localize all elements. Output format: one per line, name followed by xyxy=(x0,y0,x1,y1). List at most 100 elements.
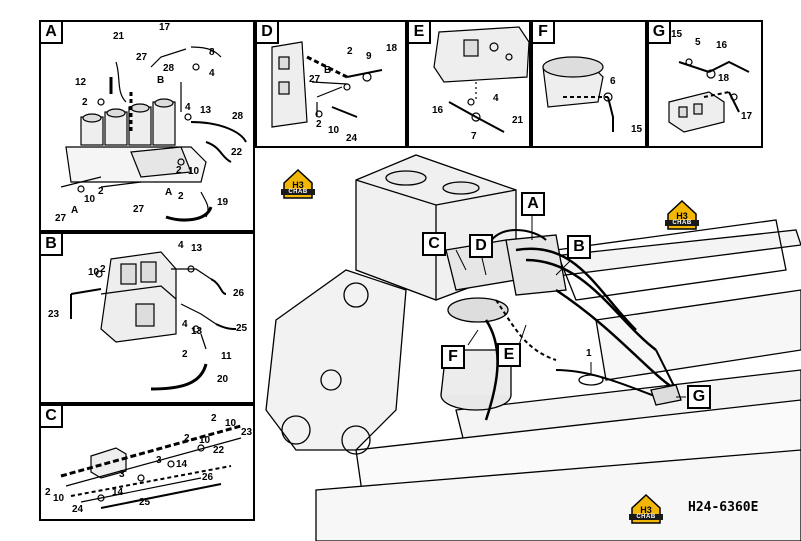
brand-logo-3: H3 CHAB xyxy=(629,492,663,526)
callout-b-3: 10 xyxy=(88,267,100,278)
logo-text: CHAB xyxy=(629,514,663,520)
callout-c-5: 10 xyxy=(199,435,211,446)
callout-b-4: 2 xyxy=(100,264,106,275)
callout-d-3: 18 xyxy=(386,43,398,54)
callout-b-2: 13 xyxy=(191,243,203,254)
detail-panel-g: G 15 5 16 18 17 xyxy=(647,20,763,148)
callout-a-13: 22 xyxy=(231,147,243,158)
callout-c-4: 2 xyxy=(184,433,190,444)
callout-d-5: 27 xyxy=(309,74,321,85)
callout-b-1: 4 xyxy=(178,240,184,251)
callout-e-1: 4 xyxy=(493,93,499,104)
panel-tag-a: A xyxy=(41,22,63,44)
panel-a-drawing xyxy=(60,46,247,222)
callout-c-14: 24 xyxy=(72,504,84,515)
callout-c-8: 14 xyxy=(176,459,188,470)
callout-a-19: 27 xyxy=(55,213,67,224)
callout-a-12: 28 xyxy=(232,111,244,122)
main-label-e: E xyxy=(497,343,521,367)
callout-a-23: 19 xyxy=(217,197,229,208)
callout-b-9: 25 xyxy=(236,323,248,334)
callout-c-2: 10 xyxy=(225,418,237,429)
panel-tag-f: F xyxy=(533,22,555,44)
panel-g-drawing xyxy=(668,58,750,133)
callout-g-4: 18 xyxy=(718,73,730,84)
callout-a-16: 10 xyxy=(84,194,96,205)
panel-tag-d: D xyxy=(257,22,279,44)
brand-logo-1: H3 CHAB xyxy=(281,167,315,201)
panel-tag-b: B xyxy=(41,234,63,256)
callout-b-6: 23 xyxy=(48,309,60,320)
callout-b-10: 2 xyxy=(182,349,188,360)
callout-c-7: 3 xyxy=(156,455,162,466)
callout-a-1: 21 xyxy=(113,31,125,42)
panel-b-drawing xyxy=(70,251,237,391)
callout-a-22: 2 xyxy=(178,191,184,202)
callout-c-15: 25 xyxy=(139,497,151,508)
callout-e-2: 16 xyxy=(432,105,444,116)
callout-c-11: 2 xyxy=(45,487,51,498)
callout-a-4: 27 xyxy=(136,52,148,63)
panel-tag-e: E xyxy=(409,22,431,44)
callout-b-8: 13 xyxy=(191,326,203,337)
panel-tag-c: C xyxy=(41,406,63,428)
callout-c-10: 26 xyxy=(202,472,214,483)
detail-panel-e: E 4 16 7 21 xyxy=(407,20,531,148)
logo-house-icon: H3 xyxy=(631,493,661,524)
detail-panel-a: A xyxy=(39,20,255,232)
panel-d-drawing xyxy=(271,41,383,128)
panel-f-drawing xyxy=(542,56,614,132)
panel-e-drawing xyxy=(433,26,529,133)
main-label-a: A xyxy=(521,192,545,216)
main-assembly-drawing xyxy=(265,154,801,541)
svg-text:H3: H3 xyxy=(676,211,688,221)
callout-g-2: 5 xyxy=(695,37,701,48)
callout-d-4: B xyxy=(324,65,332,76)
document-id: H24-6360E xyxy=(688,500,759,515)
logo-text: CHAB xyxy=(665,220,699,226)
callout-g-5: 17 xyxy=(741,111,753,122)
detail-panel-b: B 4 13 10 2 26 23 4 13 25 2 11 20 xyxy=(39,232,255,404)
callout-a-8: B xyxy=(157,75,165,86)
callout-a-21: A xyxy=(165,187,173,198)
brand-logo-2: H3 CHAB xyxy=(665,198,699,232)
callout-a-14: 2 xyxy=(176,165,182,176)
callout-b-7: 4 xyxy=(182,319,188,330)
callout-a-3: 8 xyxy=(209,47,215,58)
callout-e-3: 7 xyxy=(471,131,477,142)
callout-a-20: 27 xyxy=(133,204,145,215)
callout-c-12: 10 xyxy=(53,493,65,504)
callout-c-3: 23 xyxy=(241,427,253,438)
callout-c-6: 22 xyxy=(213,445,225,456)
main-label-b: B xyxy=(567,235,591,259)
callout-a-15: 10 xyxy=(188,166,200,177)
callout-d-6: 2 xyxy=(316,119,322,130)
detail-panel-c: C 2 10 23 2 10 22 3 14 3 26 2 10 14 24 2… xyxy=(39,404,255,521)
logo-house-icon: H3 xyxy=(283,168,313,199)
detail-panel-f: F 6 15 xyxy=(531,20,647,148)
main-label-f: F xyxy=(441,345,465,369)
main-label-g: G xyxy=(687,385,711,409)
callout-a-9: 2 xyxy=(82,97,88,108)
callout-d-8: 24 xyxy=(346,133,358,144)
callout-b-11: 11 xyxy=(221,351,232,362)
callout-g-1: 15 xyxy=(671,29,683,40)
callout-e-4: 21 xyxy=(512,115,524,126)
logo-house-icon: H3 xyxy=(667,199,697,230)
callout-b-12: 20 xyxy=(217,374,229,385)
callout-d-7: 10 xyxy=(328,125,340,136)
main-callout-part-1: 1 xyxy=(586,348,592,359)
callout-a-6: 4 xyxy=(209,68,215,79)
svg-text:H3: H3 xyxy=(640,505,652,515)
callout-f-1: 6 xyxy=(610,76,616,87)
callout-a-2: 17 xyxy=(159,22,171,33)
logo-text: CHAB xyxy=(281,189,315,195)
callout-d-2: 9 xyxy=(366,51,372,62)
callout-a-18: A xyxy=(71,205,79,216)
callout-a-11: 13 xyxy=(200,105,212,116)
main-label-c: C xyxy=(422,232,446,256)
callout-c-13: 14 xyxy=(112,487,124,498)
callout-a-10: 4 xyxy=(185,102,191,113)
svg-text:H3: H3 xyxy=(292,180,304,190)
callout-c-1: 2 xyxy=(211,413,217,424)
